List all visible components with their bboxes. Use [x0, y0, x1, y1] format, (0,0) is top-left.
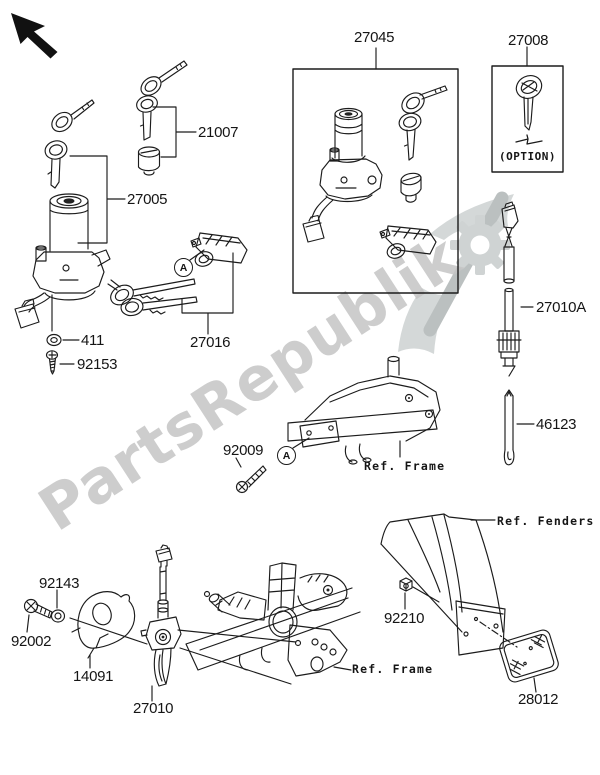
key-set-27005-drawing — [44, 99, 95, 189]
callout-a2: A — [277, 446, 296, 465]
steering-frame-drawing — [69, 562, 361, 685]
switch-27016-drawing — [190, 232, 248, 267]
cover-14091-drawing — [71, 591, 136, 669]
fender-drawing — [380, 513, 518, 656]
ignition-lock-27005-drawing — [14, 193, 111, 329]
key-set-27016-drawing — [107, 278, 198, 317]
part-label-27005: 27005 — [127, 191, 168, 208]
part-label-21007: 21007 — [198, 124, 239, 141]
part-label-27010A: 27010A — [536, 299, 586, 316]
lock-cap-27045-drawing — [400, 172, 422, 203]
ignition-switch-27045-drawing — [302, 107, 383, 243]
callout-a1: A — [174, 258, 193, 277]
switch-27045-drawing — [379, 225, 437, 259]
part-label-28012: 28012 — [518, 691, 559, 708]
callout-a1-line — [189, 249, 205, 261]
part-label-27008: 27008 — [508, 32, 549, 49]
ref-frame-label-bottom: Ref. Frame — [352, 662, 434, 676]
part-label-411: 411 — [81, 332, 105, 349]
rod-46123-drawing — [503, 389, 535, 466]
leader-27005 — [69, 155, 126, 244]
cursor-arrow-icon — [11, 13, 58, 59]
switch-27010A-drawing — [496, 201, 534, 377]
screw-92153-drawing — [45, 350, 75, 375]
part-label-46123: 46123 — [536, 416, 577, 433]
bolt-92002-drawing — [23, 598, 53, 633]
frame-bracket-drawing — [199, 355, 441, 651]
ref-frame-label-top: Ref. Frame — [364, 459, 446, 473]
key-blank-27008-box — [491, 46, 564, 173]
option-label: (OPTION) — [499, 150, 556, 163]
part-label-27016: 27016 — [190, 334, 231, 351]
part-label-27045: 27045 — [354, 29, 395, 46]
part-label-92210: 92210 — [384, 610, 425, 627]
nut-92210-drawing — [399, 577, 440, 610]
ref-fenders-label: Ref. Fenders — [497, 514, 595, 528]
leader-21007 — [152, 106, 197, 158]
lock-lever-27010-drawing — [140, 544, 182, 702]
washer-411-drawing — [46, 294, 80, 347]
key-blank-27008-drawing — [515, 75, 543, 145]
part-label-14091: 14091 — [73, 668, 114, 685]
bolt-92009-drawing — [235, 437, 310, 494]
washer-92143-drawing — [50, 589, 66, 623]
part-label-92153: 92153 — [77, 356, 118, 373]
ignition-switch-kit-27045-box — [292, 47, 459, 294]
part-label-92143: 92143 — [39, 575, 80, 592]
leader-27016 — [181, 252, 234, 335]
part-label-27010: 27010 — [133, 700, 174, 717]
part-label-92009: 92009 — [223, 442, 264, 459]
key-27045-drawing — [398, 85, 448, 161]
key-21007-drawing — [136, 60, 188, 176]
part-label-92002: 92002 — [11, 633, 52, 650]
reflector-28012-drawing — [499, 629, 559, 693]
